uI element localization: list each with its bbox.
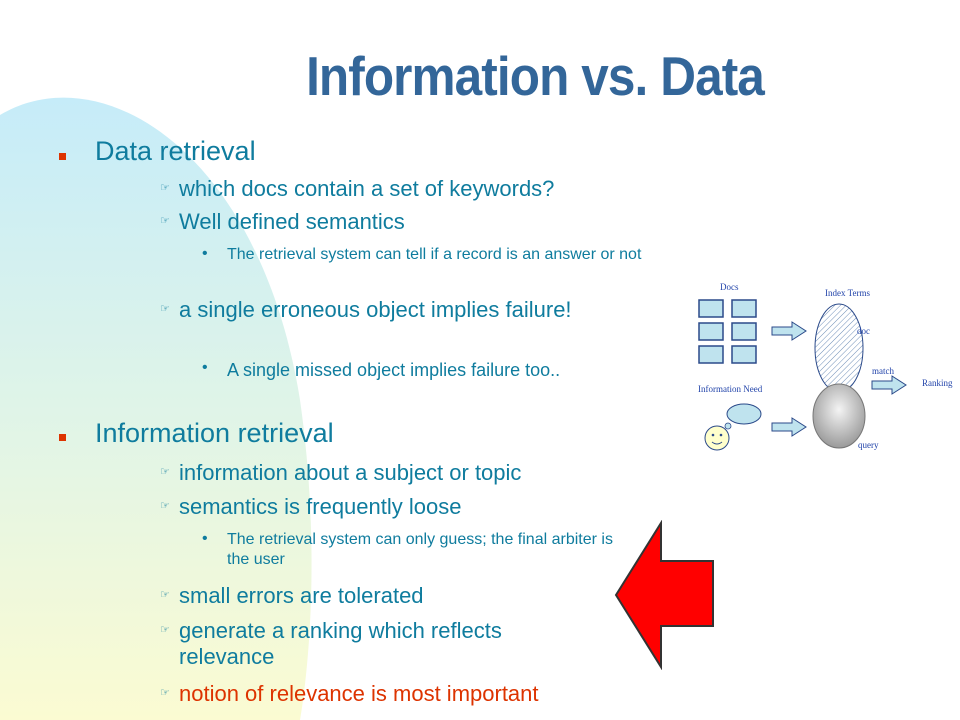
- arrow-right-icon: [871, 375, 907, 395]
- ir-diagram-graphic: [698, 299, 907, 451]
- sub-list-item: The retrieval system can tell if a recor…: [227, 246, 642, 263]
- list-item: which docs contain a set of keywords?: [179, 176, 555, 201]
- hand-pointer-icon: ☞: [160, 215, 170, 227]
- square-bullet-icon: [59, 153, 66, 160]
- ir-process-diagram: Docs Index Terms doc match Ranking Infor…: [692, 278, 960, 458]
- sub-list-item: A single missed object implies failure t…: [227, 360, 561, 380]
- list-item: a single erroneous object implies failur…: [179, 297, 572, 322]
- match-label: match: [872, 366, 894, 376]
- dot-bullet-icon: •: [202, 359, 208, 376]
- sub-list-item: The retrieval system can only guess; the…: [227, 531, 613, 568]
- list-item-highlighted: notion of relevance is most important: [179, 681, 539, 706]
- index-terms-label: Index Terms: [825, 288, 870, 298]
- hand-pointer-icon: ☞: [160, 303, 170, 315]
- query-representation-ellipse: [812, 383, 866, 449]
- hand-pointer-icon: ☞: [160, 589, 170, 601]
- slide-title: Information vs. Data: [306, 45, 765, 107]
- information-need-label: Information Need: [698, 384, 763, 394]
- hand-pointer-icon: ☞: [160, 500, 170, 512]
- section-heading-information-retrieval: Information retrieval: [95, 418, 334, 448]
- square-bullet-icon: [59, 434, 66, 441]
- arrow-right-icon: [771, 417, 807, 437]
- list-item: semantics is frequently loose: [179, 494, 462, 519]
- hand-pointer-icon: ☞: [160, 466, 170, 478]
- hand-pointer-icon: ☞: [160, 182, 170, 194]
- list-item: generate a ranking which reflects releva…: [179, 618, 502, 669]
- hand-pointer-icon: ☞: [160, 687, 170, 699]
- doc-representation-ellipse: [814, 303, 864, 393]
- hand-pointer-icon: ☞: [160, 624, 170, 636]
- user-face-icon: [704, 425, 730, 451]
- docs-label: Docs: [720, 282, 739, 292]
- list-item: information about a subject or topic: [179, 460, 522, 485]
- documents-grid-icon: [698, 299, 757, 364]
- doc-label: doc: [857, 326, 870, 336]
- ranking-label: Ranking: [922, 378, 953, 388]
- list-item: Well defined semantics: [179, 209, 405, 234]
- arrow-right-icon: [771, 321, 807, 341]
- left-arrow-icon: [614, 520, 714, 670]
- dot-bullet-icon: •: [202, 530, 208, 547]
- section-heading-data-retrieval: Data retrieval: [95, 136, 256, 166]
- query-label: query: [858, 440, 879, 450]
- list-item: small errors are tolerated: [179, 583, 424, 608]
- dot-bullet-icon: •: [202, 245, 208, 262]
